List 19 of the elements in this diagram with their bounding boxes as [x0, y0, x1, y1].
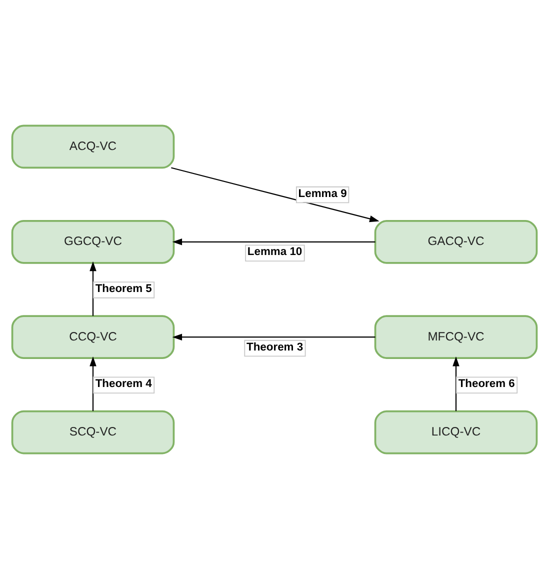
- arrow: [171, 166, 380, 222]
- edge-label: Theorem 5: [95, 282, 152, 294]
- edge-label: Theorem 4: [95, 378, 152, 390]
- node-box: ACQ-VC: [11, 124, 175, 168]
- arrow: [452, 356, 460, 411]
- arrow: [172, 333, 376, 340]
- node-box: CCQ-VC: [11, 314, 175, 359]
- node-box: SCQ-VC: [11, 410, 175, 454]
- edge-label: Lemma 10: [247, 246, 302, 258]
- edge-label: Theorem 6: [458, 378, 515, 390]
- node-box: LICQ-VC: [374, 410, 538, 454]
- node-box: MFCQ-VC: [374, 314, 538, 359]
- arrow: [90, 260, 96, 316]
- arrow: [172, 238, 376, 245]
- node-box: GACQ-VC: [374, 219, 538, 264]
- edge-label: Theorem 3: [246, 340, 304, 353]
- arrow: [90, 356, 96, 411]
- edge-label: Lemma 9: [298, 187, 347, 200]
- node-box: GGCQ-VC: [11, 219, 175, 264]
